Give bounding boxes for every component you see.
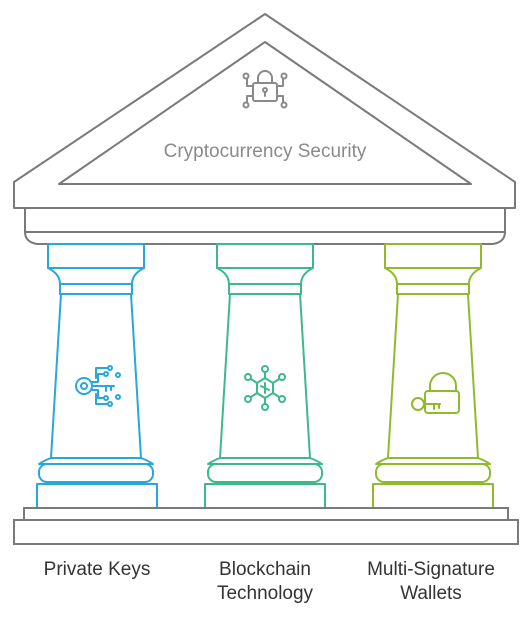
roof-inner [58, 41, 472, 185]
entablature [23, 207, 507, 245]
label-line: Multi-Signature [367, 559, 495, 580]
label-line: Technology [216, 583, 314, 604]
label-line: Private Keys [43, 559, 151, 580]
network-nodes-icon [244, 365, 286, 411]
pillar-private-keys [36, 243, 158, 509]
pillar-label-multi-signature-wallets: Multi-Signature Wallets [346, 558, 516, 606]
diagram-title: Cryptocurrency Security [164, 141, 367, 162]
key-circuit-icon [75, 365, 121, 407]
roof [13, 13, 516, 209]
label-line: Blockchain [219, 559, 311, 580]
pillar-multi-signature-wallets [372, 243, 494, 509]
padlock-key-icon [411, 372, 460, 414]
lock-circuit-icon [242, 70, 288, 109]
temple-base [13, 507, 519, 545]
label-line: Wallets [400, 583, 462, 604]
pillar-label-private-keys: Private Keys [12, 558, 182, 582]
pillar-label-blockchain-technology: Blockchain Technology [180, 558, 350, 606]
